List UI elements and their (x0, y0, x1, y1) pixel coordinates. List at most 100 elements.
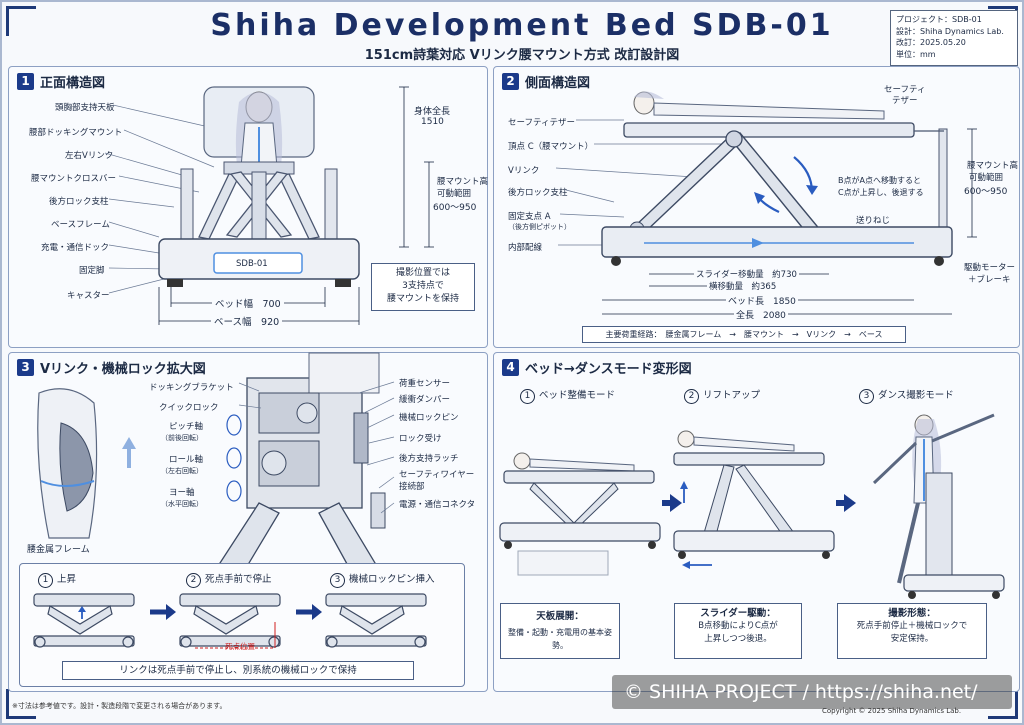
step-3-title: 3 機械ロックピン挿入 (330, 571, 435, 588)
slider-travel: スライダー移動量 約730 (694, 268, 799, 280)
range-label-1: 腰マウント高 (437, 177, 489, 187)
label-base-frame: ベースフレーム (51, 220, 110, 230)
panel-side-view: 2 側面構造図 セーフティテザー 頂点 C（腰マウント） Vリンク 後方ロック支… (493, 66, 1020, 348)
label-caster: キャスター (67, 291, 110, 301)
panel-title: ベッド→ダンスモード変形図 (525, 362, 692, 377)
mode-number: 3 (859, 389, 874, 404)
copyright: Copyright © 2025 Shiha Dynamics Lab. (822, 707, 962, 715)
label-tether-right-1: セーフティ (884, 85, 926, 95)
info-box-line: 安定保持。 (890, 634, 934, 644)
info-box-slider: スライダー駆動： B点移動によりC点が 上昇しつつ後退。 (674, 603, 802, 659)
panel-front-view: 1 正面構造図 頭胸部支持天板 腰部ドッキングマウント 左右Vリンク 腰マウント… (8, 66, 488, 348)
label-safety-wire-joint: 接続部 (399, 482, 425, 492)
mode-number: 2 (684, 389, 699, 404)
info-box-dance: 撮影形態： 死点手前停止＋機械ロックで 安定保持。 (837, 603, 987, 659)
label-rear-latch: 後方支持ラッチ (399, 454, 459, 464)
transform-sequence-drawing (499, 413, 1005, 599)
base-width: ベース幅 920 (211, 314, 283, 328)
motion-note-1: B点がA点へ移動すると (838, 176, 921, 185)
step-label: 上昇 (57, 574, 77, 585)
info-box-line: 上昇しつつ後退。 (704, 634, 772, 644)
label-crossbar: 腰マウントクロスバー (31, 174, 117, 184)
page-title: Shiha Development Bed SDB-01 (210, 8, 834, 43)
label-drive-motor-2: ＋ブレーキ (968, 275, 1011, 285)
height-label: 身体全長 (414, 107, 451, 117)
panel-title: Vリンク・機械ロック拡大図 (40, 362, 206, 377)
load-path-note: 主要荷重経路： 腰金属フレーム → 腰マウント → Vリンク → ベース (582, 326, 906, 343)
step-label: 死点手前で停止 (205, 574, 272, 585)
panel-title: 正面構造図 (40, 76, 106, 91)
label-feed-screw: 送りねじ (856, 216, 891, 226)
panel-number: 1 (17, 73, 34, 90)
range-label-2: 可動範囲 (437, 189, 472, 199)
label-load-sensor: 荷重センサー (399, 379, 451, 389)
mode-1-title: 1 ベッド整備モード (520, 387, 615, 404)
label-waist-docking-mount: 腰部ドッキングマウント (29, 128, 123, 138)
lock-sequence-drawing (33, 593, 427, 649)
watermark: © SHIHA PROJECT / https://shiha.net/ (612, 675, 1012, 709)
lateral-travel: 横移動量 約365 (707, 280, 779, 292)
label-roll-sub: （左右回転） (161, 467, 203, 475)
step-label: 機械ロックピン挿入 (349, 574, 435, 585)
label-pitch-axis: ピッチ軸 (169, 422, 204, 432)
label-pitch-sub: （前後回転） (161, 434, 203, 442)
label-internal-wiring: 内部配線 (508, 243, 543, 253)
label-lock-pin: 機械ロックピン (399, 413, 459, 423)
panel-number: 3 (17, 359, 34, 376)
range-value: 600～950 (433, 203, 477, 213)
info-box-deploy: 天板展開： 整備・起動・充電用の基本姿勢。 (500, 603, 620, 659)
bed-length: ベッド長 1850 (726, 294, 798, 307)
corner-accent (6, 6, 36, 36)
panel-title: 側面構造図 (525, 76, 591, 91)
step-1-title: 1 上昇 (38, 571, 76, 588)
info-box-title: スライダー駆動： (700, 608, 776, 619)
step-number: 3 (330, 573, 345, 588)
mode-label: ダンス撮影モード (878, 390, 954, 401)
label-quick-lock: クイックロック (159, 403, 219, 413)
label-drive-motor-1: 駆動モーター (964, 263, 1016, 273)
label-rear-lock-pillar: 後方ロック支柱 (49, 197, 109, 207)
info-box-line: 死点手前停止＋機械ロックで (856, 621, 968, 631)
label-damper: 緩衝ダンパー (399, 395, 451, 405)
title-block-meta: プロジェクト：SDB-01 設計：Shiha Dynamics Lab. 改訂：… (890, 10, 1018, 66)
mode-label: ベッド整備モード (539, 390, 616, 401)
label-v-link: 左右Vリンク (65, 151, 114, 161)
panel-vlink-detail: 3 Vリンク・機械ロック拡大図 (8, 352, 488, 692)
panel-transform: 4 ベッド→ダンスモード変形図 1 ベッド整備モード 2 リフトアップ 3 ダンス撮影… (493, 352, 1020, 692)
range-value: 600～950 (964, 187, 1008, 197)
corner-accent (988, 689, 1018, 719)
step-number: 1 (38, 573, 53, 588)
info-box-title: 天板展開： (536, 611, 584, 622)
page-subtitle: 151cm詩葉対応 Vリンク腰マウント方式 改訂設計図 (364, 48, 680, 63)
meta-revision: 改訂：2025.05.20 (896, 38, 966, 47)
mode-label: リフトアップ (703, 390, 761, 401)
label-apex-c: 頂点 C（腰マウント） (508, 142, 594, 152)
info-box-line: 整備・起動・充電用の基本姿勢。 (508, 628, 612, 650)
note-line: 腰マウントを保持 (386, 294, 459, 304)
label-safety-tether: セーフティテザー (508, 118, 575, 128)
front-structure-drawing (104, 86, 434, 325)
label-roll-axis: ロール軸 (169, 455, 204, 465)
label-charging-dock: 充電・通信ドック (41, 243, 110, 253)
mode-2-title: 2 リフトアップ (684, 387, 760, 404)
info-box-title: 撮影形態： (888, 608, 936, 619)
total-length: 全長 2080 (734, 308, 788, 321)
info-box-line: B点移動によりC点が (698, 621, 778, 631)
bed-width: ベッド幅 700 (212, 296, 284, 310)
label-docking-bracket: ドッキングブラケット (149, 383, 234, 393)
mode-number: 1 (520, 389, 535, 404)
note-line: 撮影位置では (395, 268, 450, 278)
lock-note: リンクは死点手前で停止し、別系統の機械ロックで保持 (62, 661, 414, 680)
label-head-chest-plate: 頭胸部支持天板 (55, 103, 115, 113)
dead-point-label: 死点位置 (225, 642, 255, 651)
footer-note: ※寸法は参考値です。設計・製造段階で変更される場合があります。 (12, 702, 227, 710)
title-block: Shiha Development Bed SDB-01 151cm詩葉対応 V… (172, 8, 872, 68)
panel-number: 4 (502, 359, 519, 376)
height-value: 1510 (421, 117, 444, 127)
label-safety-wire: セーフティワイヤー (399, 470, 475, 480)
note-line: 3支持点で (402, 281, 444, 291)
label-rear-pivot: （後方側ピボット） (508, 223, 571, 231)
